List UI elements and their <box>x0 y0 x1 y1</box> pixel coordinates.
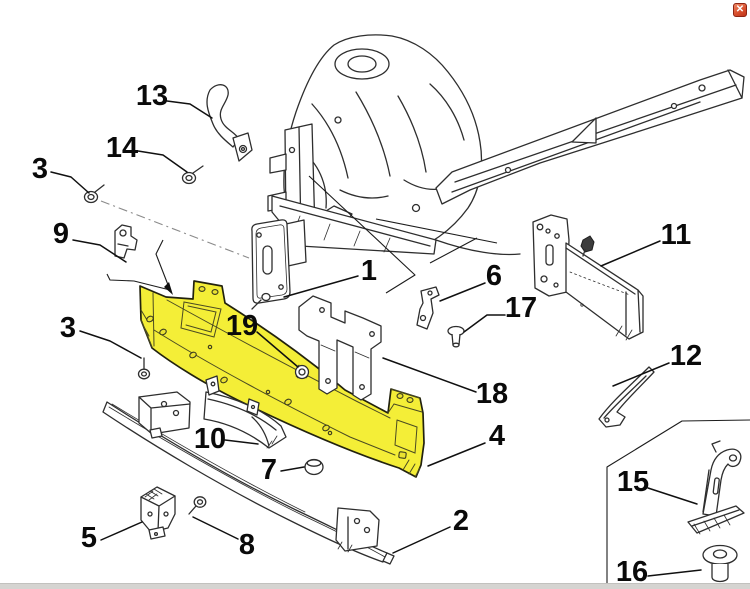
body-structure-artwork <box>267 34 745 256</box>
leader-3-upper <box>50 171 90 194</box>
part-15-latch-bracket <box>687 440 745 535</box>
window-bottom-edge <box>0 583 750 589</box>
part-13-strap-bracket <box>206 84 253 162</box>
part-10-deflector-plate <box>203 375 287 449</box>
label-4[interactable]: 4 <box>489 420 505 452</box>
leader-7 <box>280 466 305 472</box>
leader-18 <box>382 357 477 393</box>
part-1-mount-bracket <box>251 219 307 310</box>
part-3-bolt-upper <box>83 184 105 204</box>
part-2-left-stay <box>138 391 191 435</box>
label-9[interactable]: 9 <box>53 218 69 250</box>
label-5[interactable]: 5 <box>81 522 97 554</box>
arrowhead <box>164 282 173 295</box>
label-12[interactable]: 12 <box>670 340 702 372</box>
part-8-bolt <box>188 496 207 515</box>
label-3-lower[interactable]: 3 <box>60 312 76 344</box>
part-2-right-stay <box>335 507 380 552</box>
part-number-labels: 13 14 3 9 1 6 11 17 3 19 18 12 10 7 4 5 … <box>32 80 702 588</box>
label-17[interactable]: 17 <box>505 292 537 324</box>
leader-1 <box>283 275 359 298</box>
leader-4 <box>427 442 486 467</box>
leader-9 <box>72 239 127 263</box>
close-icon[interactable]: ✕ <box>733 3 747 17</box>
label-16[interactable]: 16 <box>616 556 648 588</box>
part-16-plug <box>702 544 738 583</box>
leader-2 <box>392 526 451 554</box>
part-19-nut <box>294 364 310 380</box>
part-9-clamp-bracket <box>114 224 138 259</box>
part-17-rivet <box>447 325 465 348</box>
label-2[interactable]: 2 <box>453 505 469 537</box>
label-19[interactable]: 19 <box>226 310 258 342</box>
leader-6 <box>439 282 486 302</box>
leader-5 <box>100 521 143 541</box>
label-18[interactable]: 18 <box>476 378 508 410</box>
label-15[interactable]: 15 <box>617 466 649 498</box>
leader-3-lower <box>79 330 142 359</box>
leader-11 <box>600 240 661 267</box>
leader-14 <box>137 150 188 173</box>
leader-lines <box>50 100 702 577</box>
label-1[interactable]: 1 <box>361 255 377 287</box>
leader-10 <box>224 439 259 445</box>
part-3-bolt-lower <box>137 357 151 380</box>
leader-8 <box>192 516 239 540</box>
leader-17 <box>463 314 506 333</box>
label-3-upper[interactable]: 3 <box>32 153 48 185</box>
leader-19 <box>256 331 299 368</box>
label-13[interactable]: 13 <box>136 80 168 112</box>
label-6[interactable]: 6 <box>486 260 502 292</box>
part-12-support-strip <box>598 366 655 428</box>
part-7-cap <box>304 458 324 476</box>
part-2-lower-beam <box>102 391 395 565</box>
part-18-u-bracket <box>298 295 382 401</box>
pointer-lines <box>100 175 498 295</box>
inset-box-border <box>606 419 750 589</box>
part-5-sensor-bracket <box>140 486 176 540</box>
part-6-small-bracket <box>416 286 440 330</box>
assembly-axis-dashed-line <box>100 200 250 259</box>
label-11[interactable]: 11 <box>661 219 692 251</box>
label-8[interactable]: 8 <box>239 529 255 561</box>
label-14[interactable]: 14 <box>106 132 138 164</box>
leader-15 <box>647 487 698 505</box>
leader-13 <box>166 100 213 119</box>
part-14-bolt <box>181 165 204 185</box>
part-11-reinforcement-bracket <box>532 214 644 341</box>
leader-12 <box>612 362 670 387</box>
leader-16 <box>647 569 702 577</box>
label-10[interactable]: 10 <box>194 423 226 455</box>
part-4-crossmember-highlighted <box>139 280 425 478</box>
label-7[interactable]: 7 <box>261 454 277 486</box>
